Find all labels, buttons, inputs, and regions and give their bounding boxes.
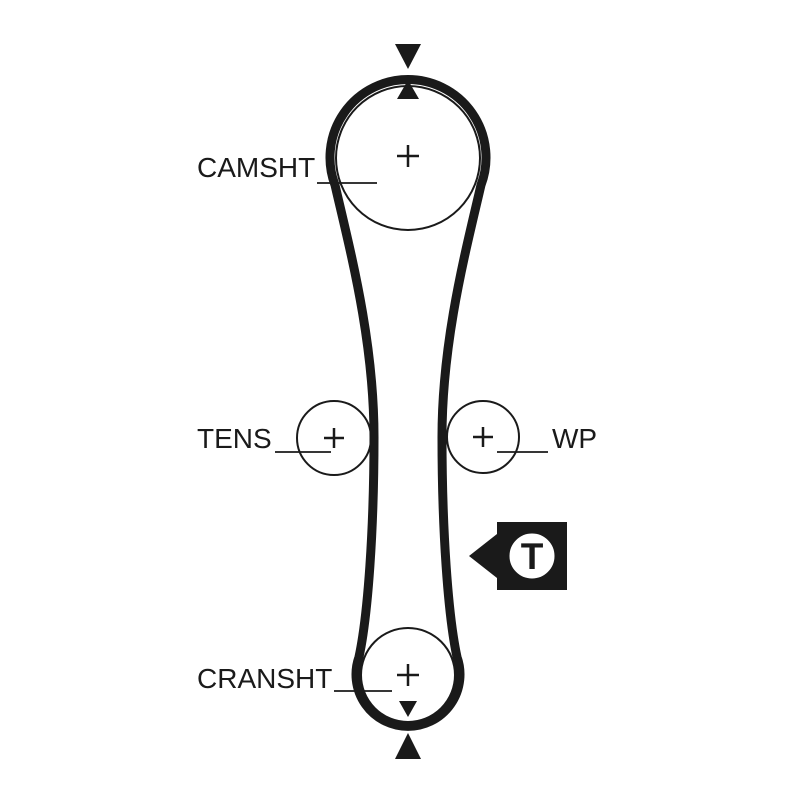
camshaft-center-cross-icon xyxy=(397,145,419,167)
crankshaft-label: CRANSHT xyxy=(197,663,332,694)
belt-direction-arrow-bottom-inner-icon xyxy=(399,701,417,717)
belt-direction-arrow-top-inner-icon xyxy=(397,80,419,99)
tensioner-pulley-circle xyxy=(296,400,372,476)
water-pump-pulley-circle xyxy=(446,400,520,474)
tensioner-center-cross-icon xyxy=(324,428,344,448)
tensioner-indicator-badge: T xyxy=(469,522,567,590)
crankshaft-center-cross-icon xyxy=(397,664,419,686)
camshaft-label: CAMSHT xyxy=(197,152,315,183)
water-pump-center-cross-icon xyxy=(473,427,493,447)
badge-circle xyxy=(509,533,555,579)
water-pump-label: WP xyxy=(552,423,597,454)
badge-letter: T xyxy=(521,536,544,577)
belt-direction-arrow-bottom-outer-icon xyxy=(395,733,421,759)
crankshaft-pulley-circle xyxy=(360,627,456,723)
belt-direction-arrow-top-outer-icon xyxy=(395,44,421,69)
timing-belt-path xyxy=(325,75,491,731)
tensioner-label: TENS xyxy=(197,423,272,454)
badge-arrow-left-icon xyxy=(469,534,497,578)
